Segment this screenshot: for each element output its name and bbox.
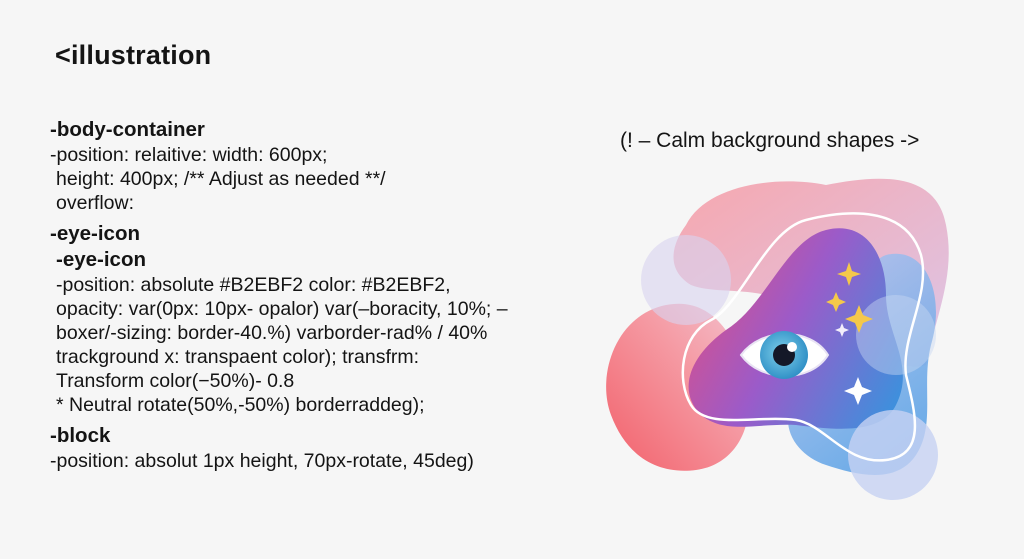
code-line: overflow: bbox=[56, 192, 135, 214]
page-title: <illustration bbox=[55, 40, 212, 70]
white-outline bbox=[681, 212, 925, 462]
periwinkle-circle bbox=[848, 410, 938, 500]
abstract-blob-eye-icon bbox=[606, 178, 949, 500]
selector-body-container: -body-container bbox=[50, 118, 205, 141]
code-line: -position: relaitive: width: 600px; bbox=[50, 144, 328, 166]
code-line: opacity: var(0px: 10px- opalor) var(–bor… bbox=[56, 298, 508, 320]
selector-eye-icon: -eye-icon bbox=[50, 222, 140, 245]
lavender-circle bbox=[641, 235, 731, 325]
sparkle-icons bbox=[826, 262, 873, 405]
eye-illustration bbox=[596, 165, 976, 545]
code-block: -body-container -position: relaitive: wi… bbox=[50, 117, 590, 473]
background-shapes-comment: (! – Calm background shapes -> bbox=[620, 129, 920, 152]
selector-eye-icon: -eye-icon bbox=[56, 248, 146, 271]
light-blue-circle bbox=[856, 295, 936, 375]
eye-icon bbox=[739, 331, 830, 379]
code-line: -position: absolut 1px height, 70px-rota… bbox=[50, 450, 474, 472]
code-line: height: 400px; /** Adjust as needed **/ bbox=[56, 168, 386, 190]
code-line: -position: absolute #B2EBF2 color: #B2EB… bbox=[56, 274, 451, 296]
code-line: Transform color(−50%)- 0.8 bbox=[56, 370, 295, 392]
code-line: * Neutral rotate(50%,-50%) borderraddeg)… bbox=[56, 394, 425, 416]
selector-block: -block bbox=[50, 424, 111, 447]
code-line: trackground х: transpaent color); transf… bbox=[56, 346, 420, 368]
code-line: boxer/-sizing: border-40.%) varborder-ra… bbox=[56, 322, 488, 344]
